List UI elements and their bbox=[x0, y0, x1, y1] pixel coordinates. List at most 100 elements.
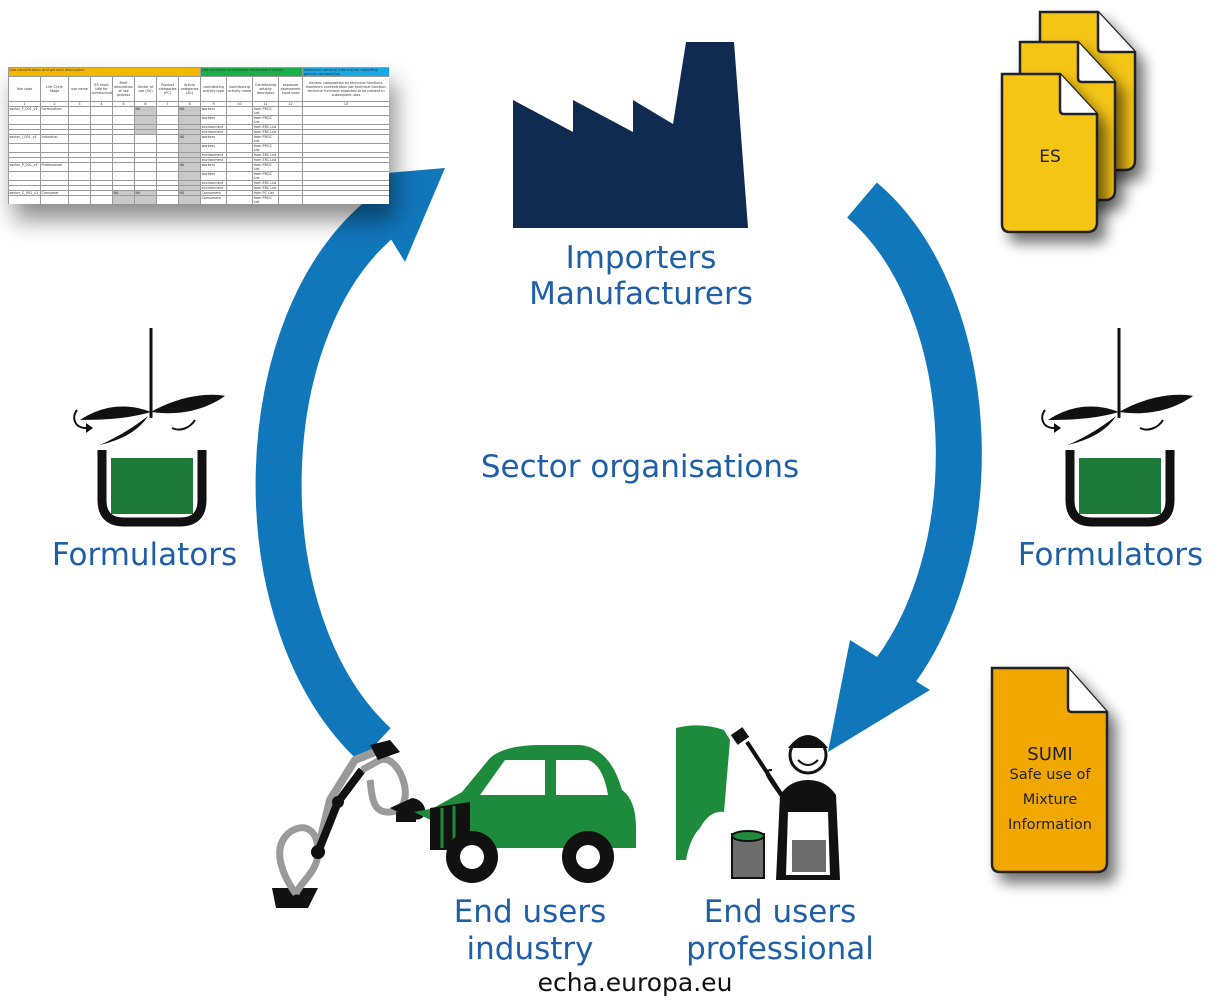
table-cell bbox=[112, 143, 135, 153]
table-cell bbox=[68, 162, 91, 172]
table-cell bbox=[177, 171, 202, 181]
table-cell bbox=[226, 115, 254, 125]
table-cell bbox=[90, 115, 113, 125]
table-cell bbox=[226, 134, 254, 144]
end-users-industry-label-1: End users bbox=[453, 894, 607, 930]
column-header: use name bbox=[68, 76, 91, 102]
table-cell bbox=[112, 162, 135, 172]
table-cell bbox=[278, 134, 304, 144]
section-header: Additional optional information regardin… bbox=[302, 67, 389, 77]
formulators-left-label: Formulators bbox=[51, 537, 238, 573]
table-cell: NA bbox=[134, 106, 157, 116]
section-header: Link activities to exposure assessment i… bbox=[200, 67, 304, 77]
table-cell bbox=[156, 143, 179, 153]
table-cell bbox=[302, 134, 389, 144]
column-header: Contributing activity descriptor bbox=[252, 76, 280, 102]
table-cell bbox=[68, 134, 91, 144]
table-cell bbox=[112, 171, 135, 181]
table-cell: NA bbox=[177, 162, 202, 172]
table-cell bbox=[226, 195, 254, 204]
table-cell: Consumers bbox=[200, 195, 228, 204]
table-cell bbox=[302, 115, 389, 125]
table-cell: from ERC List bbox=[252, 185, 280, 191]
sumi-document-icon bbox=[990, 666, 1109, 874]
es-documents-icon bbox=[1000, 10, 1137, 234]
table-cell bbox=[68, 106, 91, 116]
table-cell bbox=[278, 143, 304, 153]
table-cell: from ERC List bbox=[252, 124, 280, 130]
column-header: contributing activity name bbox=[226, 76, 254, 102]
sector-organisations-label: Sector organisations bbox=[480, 449, 800, 485]
footer-url: echa.europa.eu bbox=[537, 968, 733, 997]
column-header: Brief description of use process bbox=[112, 76, 135, 102]
table-cell bbox=[302, 143, 389, 153]
table-cell bbox=[40, 171, 69, 181]
table-cell: from ERC List bbox=[252, 152, 280, 158]
table-cell bbox=[40, 143, 69, 153]
column-header: Article categories (AC) bbox=[177, 76, 202, 102]
table-cell: workers bbox=[200, 162, 228, 172]
table-cell: workers bbox=[200, 106, 228, 116]
table-cell bbox=[278, 195, 304, 204]
column-header: Product categories (PC) bbox=[156, 76, 179, 102]
section-header: Use identification and general descripti… bbox=[8, 67, 202, 77]
table-cell bbox=[68, 115, 91, 125]
table-cell bbox=[302, 171, 389, 181]
table-cell bbox=[8, 171, 41, 181]
table-cell bbox=[134, 162, 157, 172]
end-users-professional-label-1: End users bbox=[703, 894, 857, 930]
column-header: ES short title for communication bbox=[90, 76, 113, 102]
robot-arm-icon bbox=[272, 740, 435, 908]
end-users-professional-label-2: professional bbox=[686, 931, 874, 967]
column-header: Generic composition by technical functio… bbox=[302, 76, 389, 102]
formulators-right-label: Formulators bbox=[1017, 537, 1204, 573]
table-cell bbox=[226, 106, 254, 116]
spreadsheet-table: Use identification and general descripti… bbox=[8, 67, 389, 204]
importers-label: Importers bbox=[565, 240, 717, 276]
table-cell bbox=[134, 134, 157, 144]
table-cell bbox=[156, 171, 179, 181]
table-cell: NA bbox=[177, 134, 202, 144]
table-cell bbox=[40, 115, 69, 125]
sumi-title: SUMI bbox=[1027, 744, 1073, 765]
column-header: Life Cycle Stage bbox=[40, 76, 69, 102]
table-cell bbox=[226, 162, 254, 172]
cycle-arrow-left bbox=[255, 168, 445, 762]
table-cell bbox=[40, 195, 69, 204]
spreadsheet-section-row: Use identification and general descripti… bbox=[8, 67, 389, 77]
table-cell: sector_I_001_v1 bbox=[8, 134, 41, 144]
mixer-icon-right bbox=[1041, 328, 1193, 527]
car-icon bbox=[430, 745, 636, 883]
table-cell: workers bbox=[200, 115, 228, 125]
manufacturers-label: Manufacturers bbox=[529, 276, 753, 312]
table-cell bbox=[278, 115, 304, 125]
table-cell bbox=[226, 143, 254, 153]
table-cell: Professional bbox=[40, 162, 69, 172]
spreadsheet-image: Use identification and general descripti… bbox=[8, 67, 389, 204]
table-cell: environment bbox=[200, 180, 228, 186]
sumi-line-3: Information bbox=[1008, 817, 1092, 833]
table-cell bbox=[112, 195, 135, 204]
table-cell: Industrial bbox=[40, 134, 69, 144]
table-cell: sector_P_001_v1 bbox=[8, 162, 41, 172]
table-cell: from PROC List bbox=[252, 115, 280, 125]
table-cell: from ERC List bbox=[252, 180, 280, 186]
column-header: exposure assessment input code bbox=[278, 76, 304, 102]
column-header: Use code bbox=[8, 76, 41, 102]
table-cell bbox=[68, 171, 91, 181]
table-cell bbox=[90, 143, 113, 153]
table-cell: environment bbox=[200, 152, 228, 158]
es-label: ES bbox=[1039, 147, 1061, 167]
table-row: workers from PROC List bbox=[8, 115, 389, 125]
table-cell bbox=[90, 195, 113, 204]
table-cell bbox=[177, 143, 202, 153]
mixer-icon-left bbox=[73, 328, 225, 527]
table-cell: environment bbox=[200, 129, 228, 135]
table-cell bbox=[90, 162, 113, 172]
